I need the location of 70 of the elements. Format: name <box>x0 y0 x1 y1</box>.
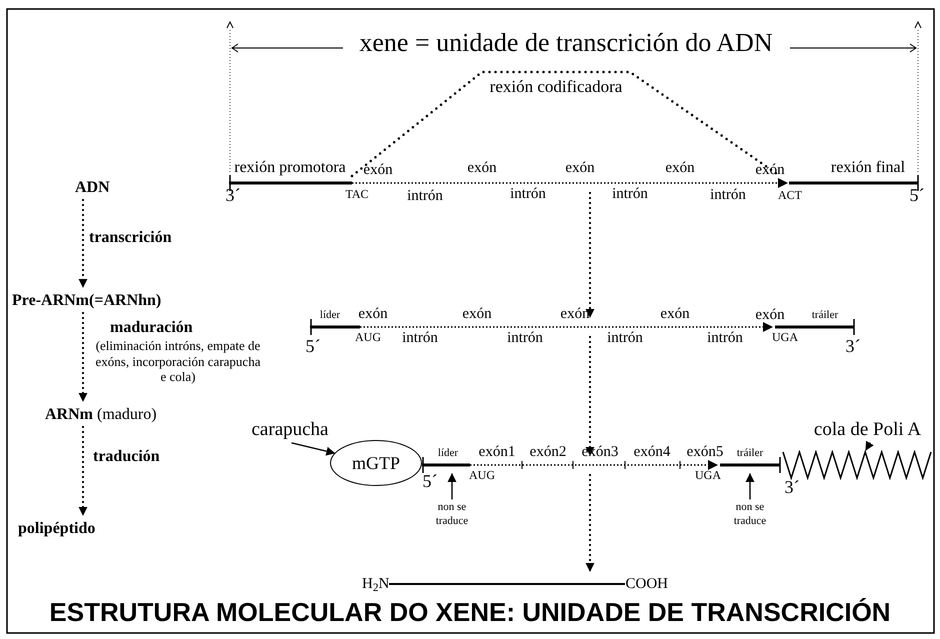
strand-label: líder <box>438 448 458 459</box>
strand-label: AUG <box>355 331 381 343</box>
edge-label: tradución <box>93 447 160 467</box>
strand-label: exón <box>462 307 492 322</box>
strand-label: 5´ <box>306 337 320 355</box>
stage-label: ARNm (maduro) <box>45 403 180 425</box>
dotted-arrow <box>78 312 88 402</box>
strand-label: exón <box>755 308 785 323</box>
dotted-arrow <box>586 192 594 318</box>
strand-label: 5´ <box>910 186 924 204</box>
note-text: non se traduce <box>722 500 778 532</box>
strand-label: exón <box>363 163 393 178</box>
strand-label: TAC <box>345 188 369 200</box>
strand-label: exón <box>660 307 690 322</box>
strand-label: rexión promotora <box>234 160 346 176</box>
strand-label: intrón <box>510 187 546 202</box>
strand-label: UGA <box>772 331 798 343</box>
strand-label: AUG <box>469 469 495 481</box>
strand-label: intrón <box>710 188 746 203</box>
strand-label: intrón <box>607 331 643 346</box>
edge-label: transcrición <box>89 228 172 248</box>
strand-label: tráiler <box>812 310 838 321</box>
edge-label: maduración <box>110 318 193 338</box>
strand-label: exón <box>560 307 590 322</box>
strand-label: intrón <box>612 187 648 202</box>
strand-label: exón <box>755 163 785 178</box>
stage-label: polipéptido <box>18 517 128 539</box>
terminus-label: COOH <box>625 574 668 594</box>
callout-text: carapucha <box>240 416 340 442</box>
strand-label: tráiler <box>736 448 764 459</box>
dotted-arrow <box>78 426 88 516</box>
process-note: (eliminación intróns, empate de exóns, incorporación carapucha e cola) <box>94 338 262 384</box>
strand-label: 3´ <box>846 337 860 355</box>
poly-a-zigzag <box>782 450 932 480</box>
strand-label: exón5 <box>686 445 724 460</box>
strand-label: exón1 <box>478 445 516 460</box>
diagram-title: ESTRUTURA MOLECULAR DO XENE: UNIDADE DE TRANSCRICIÓN <box>48 596 892 629</box>
pointer-arrow <box>746 473 754 500</box>
callout-text: cola de Poli A <box>800 416 935 442</box>
strand-label: intrón <box>407 189 443 204</box>
strand-label: 5´ <box>422 472 438 490</box>
strand-label: exón <box>565 161 595 176</box>
stage-label: Pre-ARNm(=ARNhn) <box>12 289 168 311</box>
strand-label: líder <box>320 310 340 321</box>
strand-label: exón2 <box>530 445 566 460</box>
strand-label: exón <box>358 307 388 322</box>
dotted-arrow <box>586 474 594 572</box>
cap-ellipse: mGTP <box>330 440 422 486</box>
strand-label: 3´ <box>784 478 800 496</box>
pointer-arrow <box>865 440 874 451</box>
dotted-arrow <box>586 336 594 456</box>
heading-label: xene = unidade de transcrición do ADN <box>359 30 773 56</box>
pointer-arrow <box>291 442 336 456</box>
heading-label: rexión codificadora <box>490 78 622 95</box>
strand-label: UGA <box>695 469 721 481</box>
mrna-strand <box>422 457 782 473</box>
stage-label: ADN <box>75 176 120 198</box>
strand-label: intrón <box>507 331 543 346</box>
terminus-label: H$_{2}$N <box>362 574 390 596</box>
dotted-arrow <box>78 198 88 288</box>
strand-label: ACT <box>778 189 802 201</box>
strand-label: intrón <box>402 331 438 346</box>
strand-label: exón <box>665 161 695 176</box>
strand-label: 3´ <box>226 186 240 204</box>
pointer-arrow <box>448 473 456 500</box>
note-text: non se traduce <box>424 500 480 532</box>
strand-label: rexión final <box>830 160 906 176</box>
strand-label: exón4 <box>634 445 670 460</box>
strand-label: intrón <box>707 331 743 346</box>
strand-label: exón <box>467 161 497 176</box>
